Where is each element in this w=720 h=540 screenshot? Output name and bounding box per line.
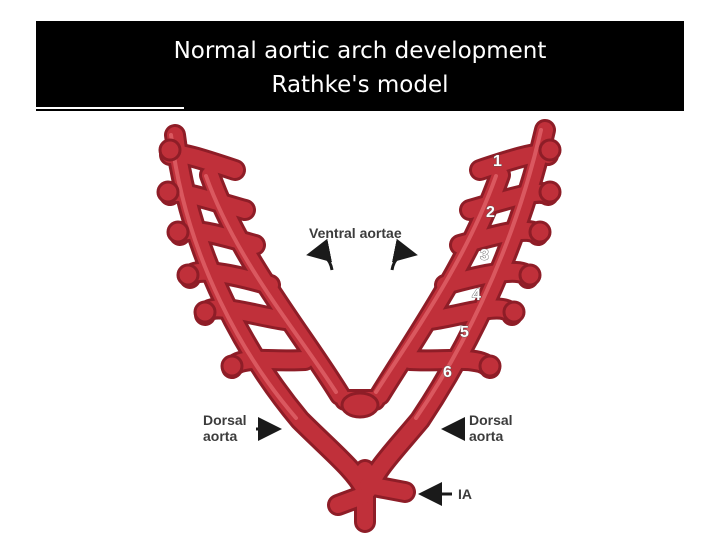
vessel-group xyxy=(156,119,562,533)
ventral-aortae-arrow-right xyxy=(390,238,418,271)
dorsal-aorta-left-label-2: aorta xyxy=(203,428,237,444)
slide-subtitle: Rathke's model xyxy=(271,72,449,98)
arch-number-6: 6 xyxy=(443,364,452,381)
ventral-aortae-arrow-left xyxy=(306,238,334,271)
dorsal-aorta-left-label-1: Dorsal xyxy=(203,412,247,428)
vessel-highlight xyxy=(169,128,543,420)
vessel-fill xyxy=(162,122,556,530)
ventral-aortae-label: Ventral aortae xyxy=(309,225,402,241)
arch-loops xyxy=(156,138,562,419)
dorsal-aorta-right-label-2: aorta xyxy=(469,428,503,444)
title-bar: Normal aortic arch development Rathke's … xyxy=(36,21,684,111)
arch-number-1: 1 xyxy=(493,153,502,170)
arch-number-3: 3 xyxy=(480,247,489,264)
arch-number-2: 2 xyxy=(486,204,495,221)
ia-label: IA xyxy=(458,486,472,502)
slide-title: Normal aortic arch development xyxy=(173,38,547,64)
dorsal-aorta-right-label-1: Dorsal xyxy=(469,412,513,428)
arch-number-5: 5 xyxy=(460,324,469,341)
arch-number-4: 4 xyxy=(472,287,481,304)
title-underline xyxy=(36,107,184,109)
